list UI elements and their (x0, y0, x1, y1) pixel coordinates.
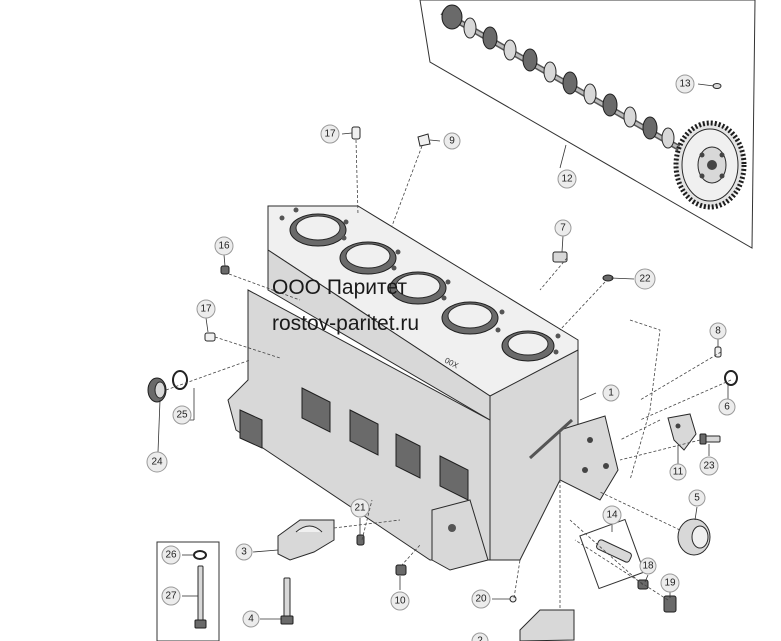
washer-26 (193, 550, 207, 560)
svg-text:17: 17 (324, 129, 336, 140)
plug-9 (417, 133, 431, 147)
svg-text:25: 25 (176, 410, 188, 421)
callout-7: 7 (554, 219, 572, 237)
svg-text:12: 12 (561, 174, 573, 185)
o-ring-25 (172, 370, 188, 390)
camshaft-gear (673, 120, 747, 210)
bracket-11 (667, 413, 697, 451)
skirt-recesses (239, 387, 469, 501)
svg-text:1: 1 (608, 388, 614, 399)
assembly-dashed-lines (165, 139, 732, 610)
bolt-23 (699, 433, 721, 445)
svg-text:16: 16 (218, 241, 230, 252)
rear-flange (559, 415, 619, 501)
front-bearing-housing (431, 499, 489, 571)
svg-text:22: 22 (639, 274, 651, 285)
valve-14 (579, 518, 645, 590)
callout-25: 25 (172, 405, 192, 425)
dowel-pin-13 (712, 83, 722, 89)
svg-text:11: 11 (673, 467, 684, 478)
svg-text:23: 23 (703, 461, 715, 472)
callout-22: 22 (634, 268, 656, 290)
svg-text:17: 17 (200, 304, 212, 315)
svg-text:27: 27 (165, 591, 177, 602)
callout-10: 10 (390, 591, 410, 611)
callout-16: 16 (214, 236, 234, 256)
callout-5: 5 (688, 489, 706, 507)
svg-text:7: 7 (560, 223, 566, 234)
cap-bolt-4 (280, 577, 294, 625)
callout-20: 20 (471, 589, 491, 609)
plug-16 (220, 265, 230, 275)
svg-text:10: 10 (394, 596, 406, 607)
ball-20 (509, 595, 517, 603)
callout-9: 9 (443, 132, 461, 150)
svg-text:8: 8 (715, 326, 721, 337)
camshaft (440, 4, 702, 163)
svg-text:19: 19 (664, 578, 676, 589)
pin-17-top (351, 126, 361, 140)
callouts: 1 2 3 4 5 6 7 8 (146, 74, 736, 641)
svg-text:26: 26 (165, 550, 177, 561)
svg-text:24: 24 (151, 457, 163, 468)
head-bolt-holes (279, 207, 561, 355)
plug-21 (356, 534, 365, 546)
callout-2: 2 (471, 632, 489, 641)
callout-26: 26 (161, 545, 181, 565)
pin-8 (714, 346, 722, 358)
callout-19: 19 (660, 573, 680, 593)
callout-4: 4 (242, 610, 260, 628)
callout-13: 13 (675, 74, 695, 94)
svg-text:21: 21 (354, 503, 366, 514)
svg-text:13: 13 (679, 79, 691, 90)
pin-17-left (204, 332, 216, 342)
svg-text:3: 3 (241, 547, 247, 558)
svg-text:20: 20 (475, 594, 487, 605)
svg-text:9: 9 (449, 136, 455, 147)
bolt-27 (194, 565, 207, 629)
callout-14: 14 (602, 505, 622, 525)
callout-1: 1 (602, 384, 620, 402)
svg-text:5: 5 (694, 493, 700, 504)
callout-18: 18 (639, 557, 657, 575)
cap-24 (147, 377, 167, 403)
callout-11: 11 (669, 463, 687, 481)
camshaft-frame (419, 0, 756, 249)
callout-3: 3 (235, 543, 253, 561)
bolt-kit-frame (156, 541, 220, 641)
tensioner-5 (677, 518, 711, 556)
callout-21: 21 (350, 498, 370, 518)
callout-12: 12 (557, 169, 577, 189)
ring-6 (724, 370, 738, 386)
bearing-cap-bottom (519, 609, 575, 641)
svg-text:18: 18 (642, 561, 654, 572)
cylinder-block: 00X (227, 205, 619, 571)
svg-text:14: 14 (606, 510, 618, 521)
camshaft-group (419, 0, 756, 249)
bearing-cap-3 (277, 519, 335, 561)
watermark-company: ООО Паритет (272, 276, 407, 299)
fitting-7 (552, 251, 568, 263)
callout-17-left: 17 (196, 299, 216, 319)
callout-8: 8 (709, 322, 727, 340)
cylinder-bores (289, 213, 555, 362)
callout-17-top: 17 (320, 124, 340, 144)
plug-10 (395, 564, 407, 576)
callout-6: 6 (718, 398, 736, 416)
svg-text:2: 2 (477, 636, 483, 641)
svg-text:4: 4 (248, 614, 254, 625)
svg-text:6: 6 (724, 402, 730, 413)
leader-lines (157, 83, 729, 620)
callout-27: 27 (161, 586, 181, 606)
watermark-website: rostov-paritet.ru (272, 312, 419, 335)
callout-24: 24 (146, 451, 168, 473)
callout-23: 23 (699, 456, 719, 476)
